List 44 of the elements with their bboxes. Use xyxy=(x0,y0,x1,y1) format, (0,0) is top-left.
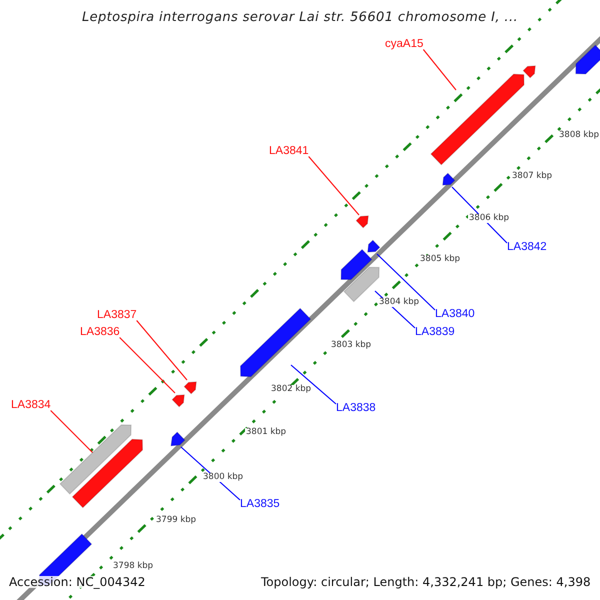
gene-label: LA3835 xyxy=(240,499,280,510)
gene-bar xyxy=(72,438,144,508)
gene-bar xyxy=(170,431,186,446)
scale-label: 3808 kbp xyxy=(558,131,600,140)
scale-label: 3802 kbp xyxy=(270,385,312,394)
gene-label: LA3834 xyxy=(11,400,51,412)
scale-label: 3805 kbp xyxy=(419,255,462,264)
scale-label: 3800 kbp xyxy=(202,473,244,482)
scale-label: 3804 kbp xyxy=(378,298,420,306)
gene-bar xyxy=(522,65,536,78)
gene-bar xyxy=(442,172,456,186)
leader-line xyxy=(308,156,360,216)
leader-line xyxy=(119,337,176,394)
scale-label: 3798 kbp xyxy=(112,562,154,570)
scale-label: 3799 kbp xyxy=(155,516,198,524)
leader-line xyxy=(376,254,436,310)
leader-line xyxy=(422,49,456,90)
footer-text: Topology: circular; Length: 4,332,241 bp; Genes: 4,398 xyxy=(261,576,591,588)
gene-label: LA3836 xyxy=(80,327,120,338)
gene-bar xyxy=(367,240,380,253)
scale-label: 3807 kbp xyxy=(511,172,554,180)
gene-label: cyaA15 xyxy=(385,39,424,50)
gene-label: LA3840 xyxy=(435,309,475,320)
gene-label: LA3838 xyxy=(336,403,376,414)
scale-label: 3801 kbp xyxy=(245,428,288,436)
leader-line xyxy=(136,320,188,380)
gene-label: LA3841 xyxy=(269,146,309,158)
gene-bar xyxy=(172,394,185,408)
gene-bar xyxy=(240,308,312,378)
gene-bar xyxy=(184,381,197,394)
footer-text: Accession: NC_004342 xyxy=(9,576,146,588)
gene-label: LA3837 xyxy=(97,310,137,322)
scale-label: 3803 kbp xyxy=(330,341,372,350)
gene-bar xyxy=(340,248,373,280)
gene-bar xyxy=(356,215,369,228)
gene-bar xyxy=(430,74,525,166)
gene-label: LA3842 xyxy=(507,242,547,254)
leader-line xyxy=(290,364,336,404)
title: Leptospira interrogans serovar Lai str. 56601 chromosome I, ... xyxy=(80,11,520,24)
scale-label: 3806 kbp xyxy=(468,214,510,222)
gene-label: LA3839 xyxy=(415,327,455,338)
gene-bar xyxy=(575,44,600,74)
gene-bar xyxy=(343,266,380,302)
gene-bar xyxy=(59,424,132,495)
